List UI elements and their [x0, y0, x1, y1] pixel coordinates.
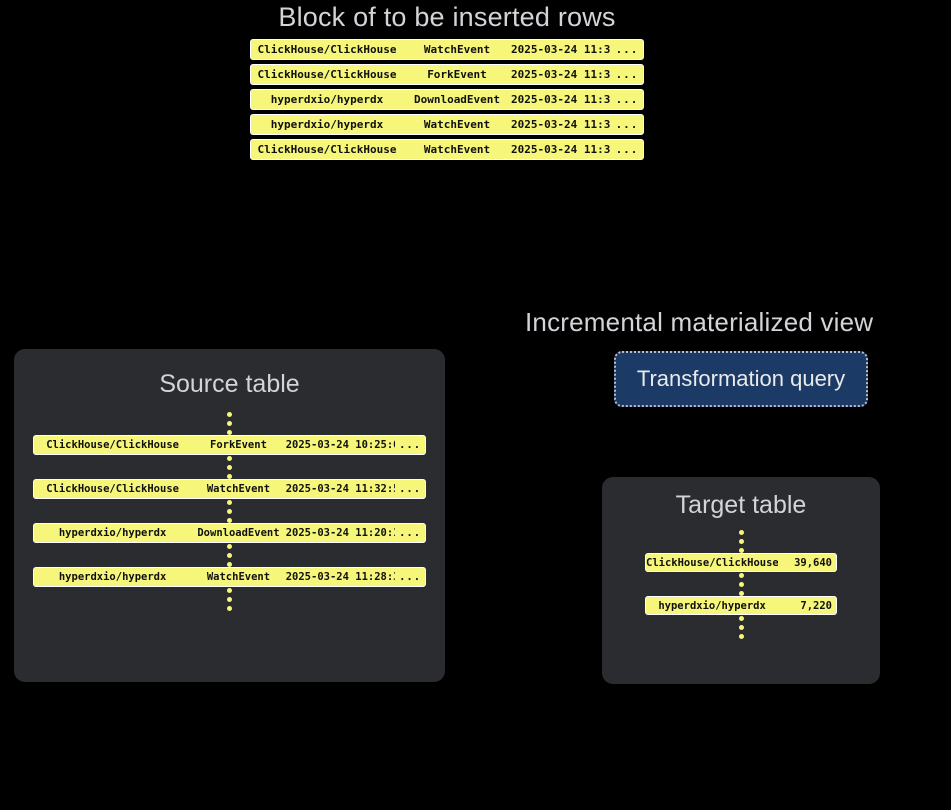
source-table-body: ClickHouse/ClickHouse ForkEvent 2025-03-…: [14, 411, 445, 611]
row-timestamp: 2025-03-24 11:20:12: [285, 527, 396, 539]
table-row: ClickHouse/ClickHouse WatchEvent 2025-03…: [33, 479, 426, 499]
row-timestamp: 2025-03-24 11:35:40: [511, 43, 611, 56]
vertical-ellipsis-icon: [227, 587, 232, 611]
row-timestamp: 2025-03-24 10:25:00: [285, 439, 396, 451]
row-timestamp: 2025-03-24 11:28:32: [285, 571, 396, 583]
row-repo: ClickHouse/ClickHouse: [257, 43, 397, 56]
row-repo: hyperdxio/hyperdx: [58, 571, 167, 583]
inserted-block-title: Block of to be inserted rows: [278, 2, 616, 32]
table-row: hyperdxio/hyperdx WatchEvent 2025-03-24 …: [33, 567, 426, 587]
table-row: ClickHouse/ClickHouse WatchEvent 2025-03…: [250, 139, 644, 160]
table-row: ClickHouse/ClickHouse 39,640: [645, 553, 837, 572]
materialized-view-title: Incremental materialized view: [525, 307, 874, 337]
vertical-ellipsis-icon: [738, 615, 744, 639]
source-table-title: Source table: [159, 370, 300, 398]
row-repo: ClickHouse/ClickHouse: [46, 439, 179, 451]
row-ellipsis: ...: [615, 143, 639, 156]
inserted-block: ClickHouse/ClickHouse WatchEvent 2025-03…: [250, 39, 644, 164]
row-event: ForkEvent: [210, 439, 267, 451]
row-repo: ClickHouse/ClickHouse: [257, 68, 397, 81]
row-event: WatchEvent: [423, 43, 491, 56]
table-row: ClickHouse/ClickHouse ForkEvent 2025-03-…: [33, 435, 426, 455]
row-timestamp: 2025-03-24 11:32:54: [285, 483, 396, 495]
row-ellipsis: ...: [399, 439, 422, 451]
vertical-ellipsis-icon: [738, 529, 744, 553]
vertical-ellipsis-icon: [738, 572, 744, 596]
row-ellipsis: ...: [615, 43, 639, 56]
row-ellipsis: ...: [615, 68, 639, 81]
row-repo: ClickHouse/ClickHouse: [257, 143, 397, 156]
row-event: ForkEvent: [427, 68, 487, 81]
row-timestamp: 2025-03-24 11:35:44: [511, 68, 611, 81]
row-repo: hyperdxio/hyperdx: [270, 93, 384, 106]
target-table-title: Target table: [675, 491, 807, 519]
row-event: WatchEvent: [206, 571, 271, 583]
table-row: hyperdxio/hyperdx 7,220: [645, 596, 837, 615]
row-ellipsis: ...: [615, 118, 639, 131]
target-table-panel: Target table ClickHouse/ClickHouse 39,64…: [602, 477, 880, 684]
row-repo: ClickHouse/ClickHouse: [46, 483, 179, 495]
row-timestamp: 2025-03-24 11:35:54: [511, 143, 611, 156]
row-event: WatchEvent: [206, 483, 271, 495]
row-repo: hyperdxio/hyperdx: [658, 599, 766, 612]
target-table-body: ClickHouse/ClickHouse 39,640 hyperdxio/h…: [602, 529, 880, 639]
table-row: hyperdxio/hyperdx DownloadEvent 2025-03-…: [250, 89, 644, 110]
row-count: 7,220: [800, 599, 832, 612]
row-repo: ClickHouse/ClickHouse: [646, 556, 779, 569]
row-ellipsis: ...: [399, 571, 422, 583]
table-row: ClickHouse/ClickHouse WatchEvent 2025-03…: [250, 39, 644, 60]
table-row: hyperdxio/hyperdx WatchEvent 2025-03-24 …: [250, 114, 644, 135]
row-ellipsis: ...: [399, 483, 422, 495]
vertical-ellipsis-icon: [227, 499, 232, 523]
row-timestamp: 2025-03-24 11:35:52: [511, 118, 611, 131]
row-event: WatchEvent: [423, 143, 491, 156]
table-row: hyperdxio/hyperdx DownloadEvent 2025-03-…: [33, 523, 426, 543]
row-event: WatchEvent: [423, 118, 491, 131]
row-event: DownloadEvent: [413, 93, 501, 106]
row-ellipsis: ...: [615, 93, 639, 106]
row-count: 39,640: [794, 556, 832, 569]
vertical-ellipsis-icon: [227, 455, 232, 479]
vertical-ellipsis-icon: [227, 543, 232, 567]
table-row: ClickHouse/ClickHouse ForkEvent 2025-03-…: [250, 64, 644, 85]
vertical-ellipsis-icon: [227, 411, 232, 435]
row-ellipsis: ...: [399, 527, 422, 539]
row-timestamp: 2025-03-24 11:35:48: [511, 93, 611, 106]
source-table-panel: Source table ClickHouse/ClickHouse ForkE…: [14, 349, 445, 682]
row-repo: hyperdxio/hyperdx: [58, 527, 167, 539]
row-repo: hyperdxio/hyperdx: [270, 118, 384, 131]
row-event: DownloadEvent: [197, 527, 280, 539]
transformation-query-box[interactable]: Transformation query: [614, 351, 868, 407]
